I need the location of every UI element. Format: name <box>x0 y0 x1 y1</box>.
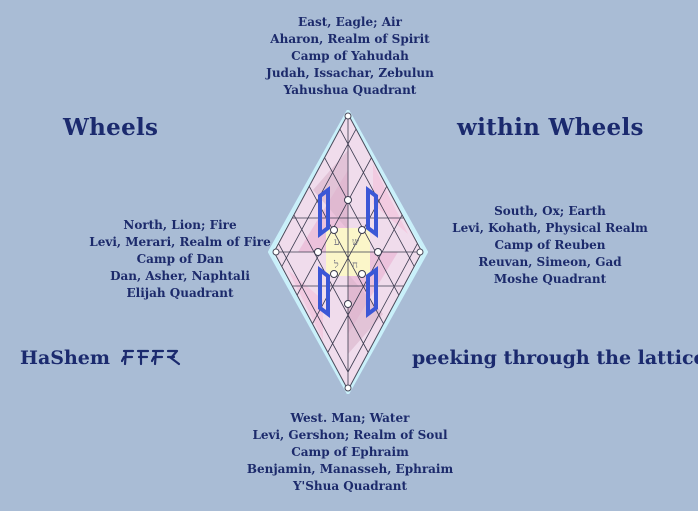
title-wheels: Wheels <box>63 114 159 141</box>
quadrant-line: Camp of Ephraim <box>291 445 409 459</box>
title-within-wheels: within Wheels <box>457 114 644 141</box>
quadrant-line: North, Lion; Fire <box>123 218 237 232</box>
quadrant-line: Levi, Gershon; Realm of Soul <box>252 428 448 442</box>
quadrant-line: Dan, Asher, Naphtali <box>110 269 250 283</box>
quadrant-north-text: North, Lion; Fire Levi, Merari, Realm of… <box>60 217 300 302</box>
quadrant-line: Moshe Quadrant <box>493 272 607 286</box>
hebrew-name-glyph <box>120 349 180 366</box>
svg-text:ל: ל <box>333 259 339 271</box>
hashem-caption: HaShem <box>20 347 183 369</box>
quadrant-line: Benjamin, Manasseh, Ephraim <box>246 462 454 476</box>
quadrant-line: Levi, Merari, Realm of Fire <box>89 235 271 249</box>
quadrant-line: Camp of Yahudah <box>291 49 409 63</box>
quadrant-line: Camp of Dan <box>136 252 224 266</box>
quadrant-line: Aharon, Realm of Spirit <box>270 32 430 46</box>
quadrant-line: Reuvan, Simeon, Gad <box>478 255 622 269</box>
quadrant-line: Elijah Quadrant <box>126 286 234 300</box>
hashem-label: HaShem <box>20 347 110 369</box>
quadrant-line: West. Man; Water <box>290 411 410 425</box>
quadrant-south-text: South, Ox; Earth Levi, Kohath, Physical … <box>430 203 670 288</box>
svg-text:ח: ח <box>352 260 358 271</box>
quadrant-line: Y'Shua Quadrant <box>292 479 408 493</box>
svg-text:ש: ש <box>352 237 359 248</box>
svg-text:ע: ע <box>334 237 340 248</box>
lattice-diamond-icon: ע ש ל ח <box>268 110 428 394</box>
quadrant-line: Camp of Reuben <box>494 238 606 252</box>
quadrant-line: Levi, Kohath, Physical Realm <box>452 221 648 235</box>
peeking-caption: peeking through the lattice <box>412 347 698 369</box>
quadrant-line: Yahushua Quadrant <box>283 83 417 97</box>
quadrant-west-text: West. Man; Water Levi, Gershon; Realm of… <box>235 410 465 495</box>
quadrant-east-text: East, Eagle; Air Aharon, Realm of Spirit… <box>240 14 460 99</box>
quadrant-line: South, Ox; Earth <box>494 204 606 218</box>
quadrant-line: Judah, Issachar, Zebulun <box>266 66 434 80</box>
quadrant-line: East, Eagle; Air <box>298 15 402 29</box>
